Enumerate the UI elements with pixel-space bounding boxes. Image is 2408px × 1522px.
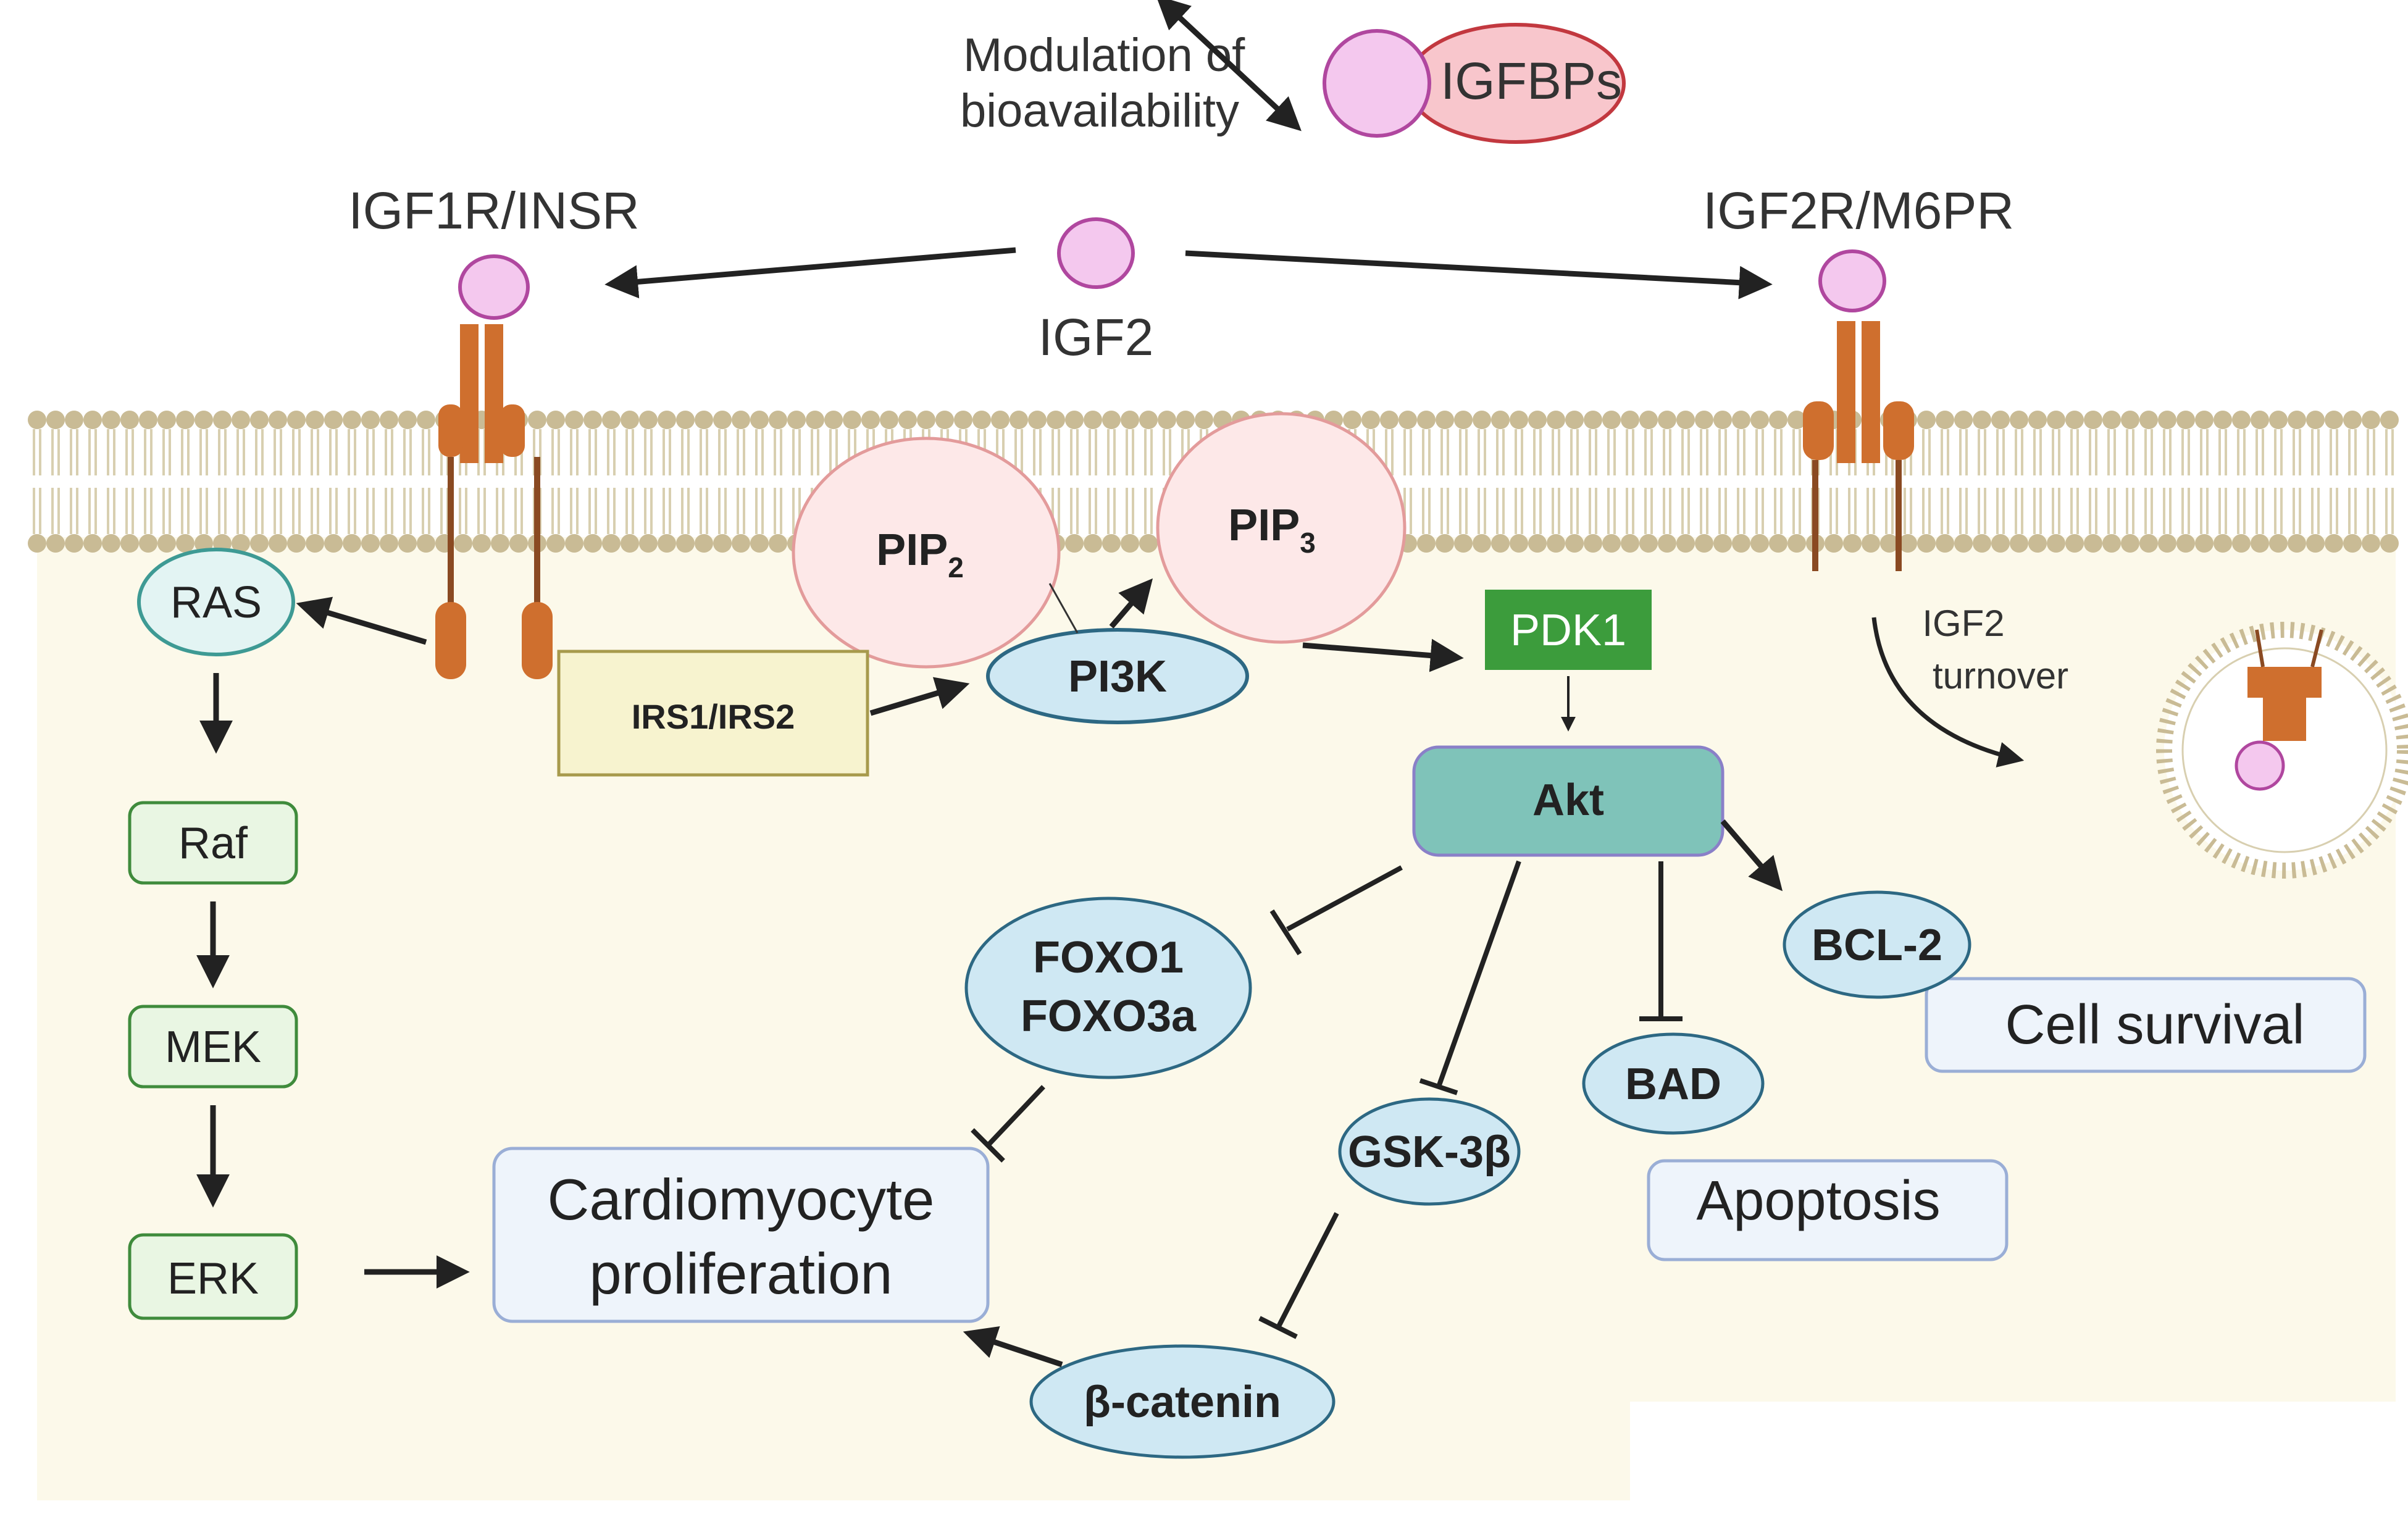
turnover-arrow bbox=[1871, 617, 2025, 767]
svg-text:BCL-2: BCL-2 bbox=[1812, 921, 1942, 970]
apoptosis-box: Apoptosis bbox=[1647, 1159, 2009, 1261]
svg-text:Apoptosis: Apoptosis bbox=[1696, 1170, 1940, 1232]
turnover-label-line2: turnover bbox=[1933, 655, 2068, 696]
gsk3b-node: GSK-3β bbox=[1338, 1097, 1521, 1206]
irs-box: IRS1/IRS2 bbox=[557, 650, 869, 777]
bad-node: BAD bbox=[1582, 1032, 1765, 1135]
pip2-pi3k-link bbox=[1048, 583, 1079, 633]
modulation-label-line2: bioavailability bbox=[960, 85, 1239, 137]
raf-box: Raf bbox=[128, 801, 298, 885]
svg-text:ERK: ERK bbox=[167, 1254, 259, 1303]
pi3k-node: PI3K bbox=[986, 628, 1249, 724]
svg-text:Raf: Raf bbox=[178, 819, 248, 868]
svg-text:FOXO1: FOXO1 bbox=[1033, 933, 1184, 982]
svg-text:BAD: BAD bbox=[1625, 1060, 1721, 1109]
svg-text:proliferation: proliferation bbox=[589, 1241, 892, 1306]
svg-text:PI3K: PI3K bbox=[1068, 652, 1167, 701]
svg-text:Cardiomyocyte: Cardiomyocyte bbox=[548, 1167, 935, 1232]
igf1r-label: IGF1R/INSR bbox=[348, 182, 639, 240]
svg-text:Cell survival: Cell survival bbox=[2005, 994, 2304, 1056]
igf2-ligand-bound-igf1r bbox=[458, 254, 530, 320]
svg-text:IRS1/IRS2: IRS1/IRS2 bbox=[632, 697, 795, 736]
igf2r-receptor bbox=[1803, 249, 1914, 571]
svg-text:PIP3: PIP3 bbox=[1228, 501, 1316, 559]
turnover-label-line1: IGF2 bbox=[1922, 603, 2004, 644]
igfbps-complex: IGFBPs bbox=[1323, 23, 1626, 144]
inhibition-lines bbox=[971, 860, 1683, 1339]
igfbps-label: IGFBPs bbox=[1440, 52, 1622, 110]
lysosome-vesicle bbox=[2156, 622, 2408, 879]
cell-survival-box: Cell survival bbox=[1925, 977, 2367, 1073]
bcl2-node: BCL-2 bbox=[1783, 890, 1971, 999]
svg-text:GSK-3β: GSK-3β bbox=[1348, 1127, 1511, 1177]
svg-text:PIP2: PIP2 bbox=[876, 525, 964, 583]
cardiomyocyte-proliferation-box: Cardiomyocyte proliferation bbox=[492, 1147, 990, 1323]
igf2-label: IGF2 bbox=[1039, 308, 1154, 366]
top-arrows bbox=[604, 0, 1773, 299]
pip2-node: PIP2 bbox=[792, 437, 1061, 669]
svg-text:β-catenin: β-catenin bbox=[1084, 1378, 1281, 1427]
foxo-node: FOXO1 FOXO3a bbox=[964, 897, 1252, 1079]
ras-node: RAS bbox=[137, 548, 295, 656]
mek-box: MEK bbox=[128, 1005, 298, 1089]
signaling-arrows bbox=[196, 578, 1783, 1368]
akt-box: Akt bbox=[1412, 745, 1724, 857]
svg-text:FOXO3a: FOXO3a bbox=[1021, 992, 1197, 1041]
svg-text:MEK: MEK bbox=[165, 1022, 261, 1072]
erk-box: ERK bbox=[128, 1233, 298, 1320]
igf2r-label: IGF2R/M6PR bbox=[1703, 182, 2014, 240]
igf2-ligand-bound-igfbp bbox=[1323, 29, 1431, 138]
svg-text:Akt: Akt bbox=[1532, 776, 1604, 825]
pip3-node: PIP3 bbox=[1156, 412, 1407, 644]
igf2-ligand-bound-igf2r bbox=[1818, 249, 1886, 312]
igf2-ligand bbox=[1057, 217, 1135, 289]
pdk1-box: PDK1 bbox=[1485, 590, 1652, 670]
beta-catenin-node: β-catenin bbox=[1029, 1344, 1336, 1459]
svg-text:PDK1: PDK1 bbox=[1510, 606, 1626, 655]
igf1r-receptor bbox=[435, 254, 553, 679]
svg-text:RAS: RAS bbox=[170, 578, 262, 627]
